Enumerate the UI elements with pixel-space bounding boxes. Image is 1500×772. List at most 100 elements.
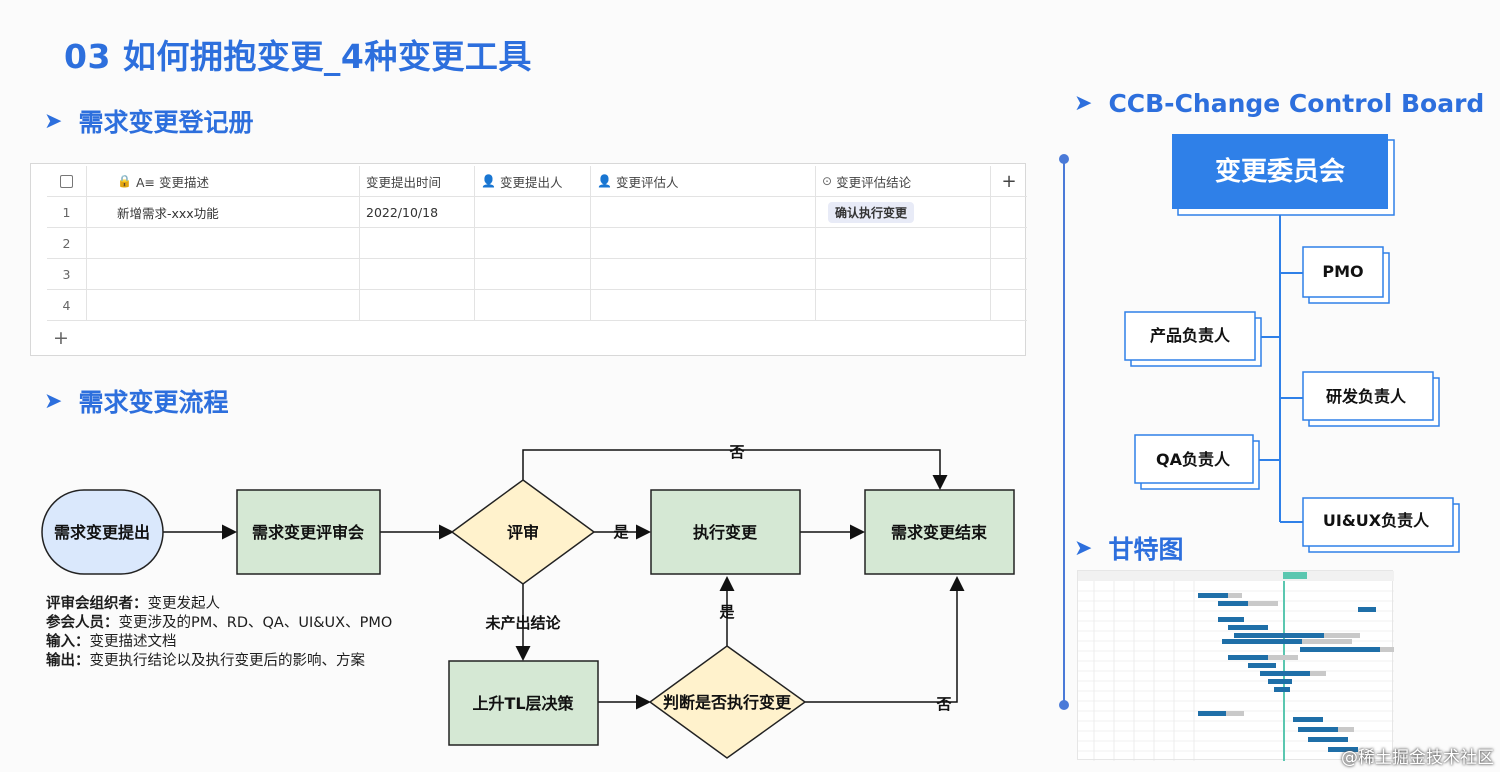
watermark: @稀土掘金技术社区 xyxy=(1341,748,1494,768)
timeline-dot xyxy=(1059,700,1069,710)
status-badge: 确认执行变更 xyxy=(828,201,915,223)
cell-conclusion[interactable] xyxy=(816,228,991,258)
timeline-line xyxy=(1063,158,1065,706)
section-register-title: ➤ 需求变更登记册 xyxy=(44,103,253,139)
note-line: 输出：变更执行结论以及执行变更后的影响、方案 xyxy=(46,653,365,669)
ccb-label: UI&UX负责人 xyxy=(1323,511,1430,530)
cell-desc[interactable] xyxy=(87,228,360,258)
add-column-button[interactable]: + xyxy=(1001,170,1017,192)
cell-conclusion[interactable]: 确认执行变更 xyxy=(816,197,991,227)
section-label: 甘特图 xyxy=(1108,535,1184,564)
edge-label-no-right: 否 xyxy=(935,695,951,713)
section-ccb-title: ➤ CCB-Change Control Board xyxy=(1074,89,1484,118)
cell-desc[interactable]: 新增需求-xxx功能 xyxy=(87,197,360,227)
cell-proposer[interactable] xyxy=(475,259,591,289)
header-time[interactable]: 变更提出时间 xyxy=(360,166,475,196)
slide-title: 03 如何拥抱变更_4种变更工具 xyxy=(64,37,532,76)
committee-label: 变更委员会 xyxy=(1215,156,1345,187)
ccb-label: 产品负责人 xyxy=(1150,326,1231,345)
ccb-product-box: 产品负责人 xyxy=(1124,311,1262,367)
section-flow-title: ➤ 需求变更流程 xyxy=(44,383,228,419)
select-circle-icon: ⊙ xyxy=(822,174,833,188)
cell-time[interactable] xyxy=(360,259,475,289)
ccb-committee-box: 变更委员会 xyxy=(1172,134,1395,216)
change-register-table: 🔒A≡ 变更描述 变更提出时间 👤变更提出人 👤变更评估人 ⊙变更评估结论 + … xyxy=(30,163,1027,356)
flow-node-judge: 判断是否执行变更 xyxy=(648,645,807,759)
ccb-rd-box: 研发负责人 xyxy=(1302,371,1440,427)
table-row[interactable]: 4 xyxy=(47,290,1027,321)
cell-conclusion[interactable] xyxy=(816,259,991,289)
table-grid: 🔒A≡ 变更描述 变更提出时间 👤变更提出人 👤变更评估人 ⊙变更评估结论 + … xyxy=(47,166,1027,321)
gantt-graphic xyxy=(1078,571,1394,761)
flow-node-execute: 执行变更 xyxy=(650,489,801,575)
header-conclusion[interactable]: ⊙变更评估结论 xyxy=(816,166,991,196)
table-row[interactable]: 1 新增需求-xxx功能 2022/10/18 确认执行变更 xyxy=(47,197,1027,228)
node-label: 上升TL层决策 xyxy=(472,694,574,713)
cell-desc[interactable] xyxy=(87,290,360,320)
arrow-icon: ➤ xyxy=(1074,91,1093,116)
node-label: 判断是否执行变更 xyxy=(663,693,792,712)
table-row[interactable]: 3 xyxy=(47,259,1027,290)
cell-desc[interactable] xyxy=(87,259,360,289)
flow-node-review-decision: 评审 xyxy=(450,479,596,585)
node-label: 执行变更 xyxy=(693,523,758,542)
edge-label-no: 否 xyxy=(728,443,744,461)
cell-evaluator[interactable] xyxy=(591,197,816,227)
section-label: 需求变更流程 xyxy=(78,388,229,417)
note-line: 输入：变更描述文档 xyxy=(46,634,177,650)
cell-proposer[interactable] xyxy=(475,290,591,320)
note-line: 评审会组织者：变更发起人 xyxy=(46,596,220,612)
row-number: 4 xyxy=(47,290,87,320)
section-gantt-title: ➤ 甘特图 xyxy=(1074,530,1183,566)
row-number: 1 xyxy=(47,197,87,227)
flow-node-start: 需求变更提出 xyxy=(41,489,164,575)
ccb-org-chart: 变更委员会 PMO 产品负责人 研发负责人 QA负责人 UI&UX负责人 xyxy=(1124,134,1460,553)
cell-evaluator[interactable] xyxy=(591,290,816,320)
arrow-icon: ➤ xyxy=(44,108,63,134)
select-all-checkbox[interactable] xyxy=(47,166,87,196)
cell-proposer[interactable] xyxy=(475,228,591,258)
change-flow-diagram: 需求变更提出 需求变更评审会 评审 执行变更 需求变更结束 上升TL层决策 判断… xyxy=(41,443,1015,759)
flow-node-escalate: 上升TL层决策 xyxy=(448,660,599,746)
ccb-pmo-box: PMO xyxy=(1302,246,1390,304)
person-icon: 👤 xyxy=(481,174,496,188)
edge-label-yes: 是 xyxy=(612,523,629,541)
ccb-label: 研发负责人 xyxy=(1326,387,1407,406)
header-desc[interactable]: 🔒A≡ 变更描述 xyxy=(87,166,360,196)
timeline-dot xyxy=(1059,154,1069,164)
ccb-qa-box: QA负责人 xyxy=(1134,434,1260,490)
cell-evaluator[interactable] xyxy=(591,259,816,289)
cell-time[interactable] xyxy=(360,228,475,258)
node-label: 需求变更提出 xyxy=(54,523,150,542)
cell-proposer[interactable] xyxy=(475,197,591,227)
review-notes: 评审会组织者：变更发起人 参会人员：变更涉及的PM、RD、QA、UI&UX、PM… xyxy=(46,595,392,671)
ccb-label: PMO xyxy=(1322,262,1363,281)
ccb-label: QA负责人 xyxy=(1156,450,1231,469)
node-label: 需求变更评审会 xyxy=(252,523,364,542)
edge-label-no-result: 未产出结论 xyxy=(484,614,561,632)
node-label: 需求变更结束 xyxy=(891,523,988,542)
flow-node-end: 需求变更结束 xyxy=(864,489,1015,575)
lock-icon: 🔒 xyxy=(117,174,132,188)
row-number: 3 xyxy=(47,259,87,289)
cell-time[interactable]: 2022/10/18 xyxy=(360,197,475,227)
arrow-icon: ➤ xyxy=(44,388,63,414)
cell-time[interactable] xyxy=(360,290,475,320)
person-icon: 👤 xyxy=(597,174,612,188)
section-label: 需求变更登记册 xyxy=(78,108,254,137)
section-label: CCB-Change Control Board xyxy=(1108,89,1485,118)
cell-conclusion[interactable] xyxy=(816,290,991,320)
ccb-uiux-box: UI&UX负责人 xyxy=(1302,497,1460,553)
table-header-row: 🔒A≡ 变更描述 变更提出时间 👤变更提出人 👤变更评估人 ⊙变更评估结论 + xyxy=(47,166,1027,197)
arrow-icon: ➤ xyxy=(1074,535,1093,561)
edge-label-yes-up: 是 xyxy=(718,603,735,621)
header-proposer[interactable]: 👤变更提出人 xyxy=(475,166,591,196)
gantt-chart-thumbnail xyxy=(1077,570,1394,761)
table-row[interactable]: 2 xyxy=(47,228,1027,259)
add-row-button[interactable]: + xyxy=(53,327,69,349)
row-number: 2 xyxy=(47,228,87,258)
cell-evaluator[interactable] xyxy=(591,228,816,258)
header-evaluator[interactable]: 👤变更评估人 xyxy=(591,166,816,196)
node-label: 评审 xyxy=(507,523,539,542)
flow-node-review-meeting: 需求变更评审会 xyxy=(236,489,381,575)
